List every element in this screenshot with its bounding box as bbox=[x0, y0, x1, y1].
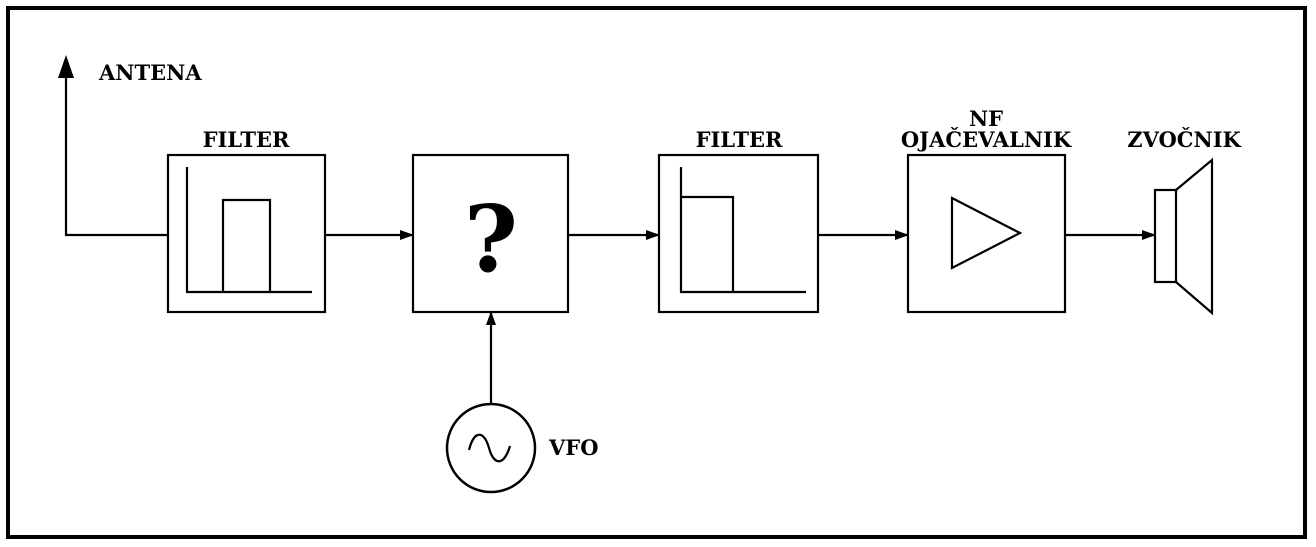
speaker-label: ZVOČNIK bbox=[1127, 127, 1241, 152]
amplifier-block: NF OJAČEVALNIK bbox=[901, 106, 1072, 314]
filter-2-block: FILTER bbox=[657, 127, 820, 314]
filter-2-label: FILTER bbox=[696, 127, 783, 152]
vfo-block: VFO bbox=[445, 402, 599, 494]
filter-1-box bbox=[166, 153, 327, 314]
antenna-line bbox=[64, 74, 168, 237]
speaker-block: ZVOČNIK bbox=[1127, 127, 1242, 316]
bandpass-filter-icon bbox=[185, 167, 312, 294]
amplifier-label-line2: OJAČEVALNIK bbox=[901, 127, 1072, 152]
mixer-block: ? bbox=[411, 153, 570, 314]
filter-2-box bbox=[657, 153, 820, 314]
amplifier-box bbox=[906, 153, 1067, 314]
antenna: ANTENA bbox=[58, 55, 202, 237]
vfo-label: VFO bbox=[548, 435, 599, 460]
amplifier-triangle-icon bbox=[950, 196, 1023, 270]
lowpass-filter-icon bbox=[679, 167, 806, 294]
amplifier-label-line1: NF bbox=[969, 106, 1003, 131]
mixer-box bbox=[411, 153, 570, 314]
mixer-question-mark: ? bbox=[464, 185, 518, 293]
filter-1-block: FILTER bbox=[166, 127, 327, 314]
vfo-circle bbox=[445, 402, 537, 494]
sine-oscillator-icon bbox=[467, 433, 512, 463]
antenna-label: ANTENA bbox=[98, 60, 202, 85]
antenna-arrow-icon bbox=[58, 55, 74, 78]
speaker-icon bbox=[1153, 157, 1214, 316]
filter-1-label: FILTER bbox=[203, 127, 290, 152]
